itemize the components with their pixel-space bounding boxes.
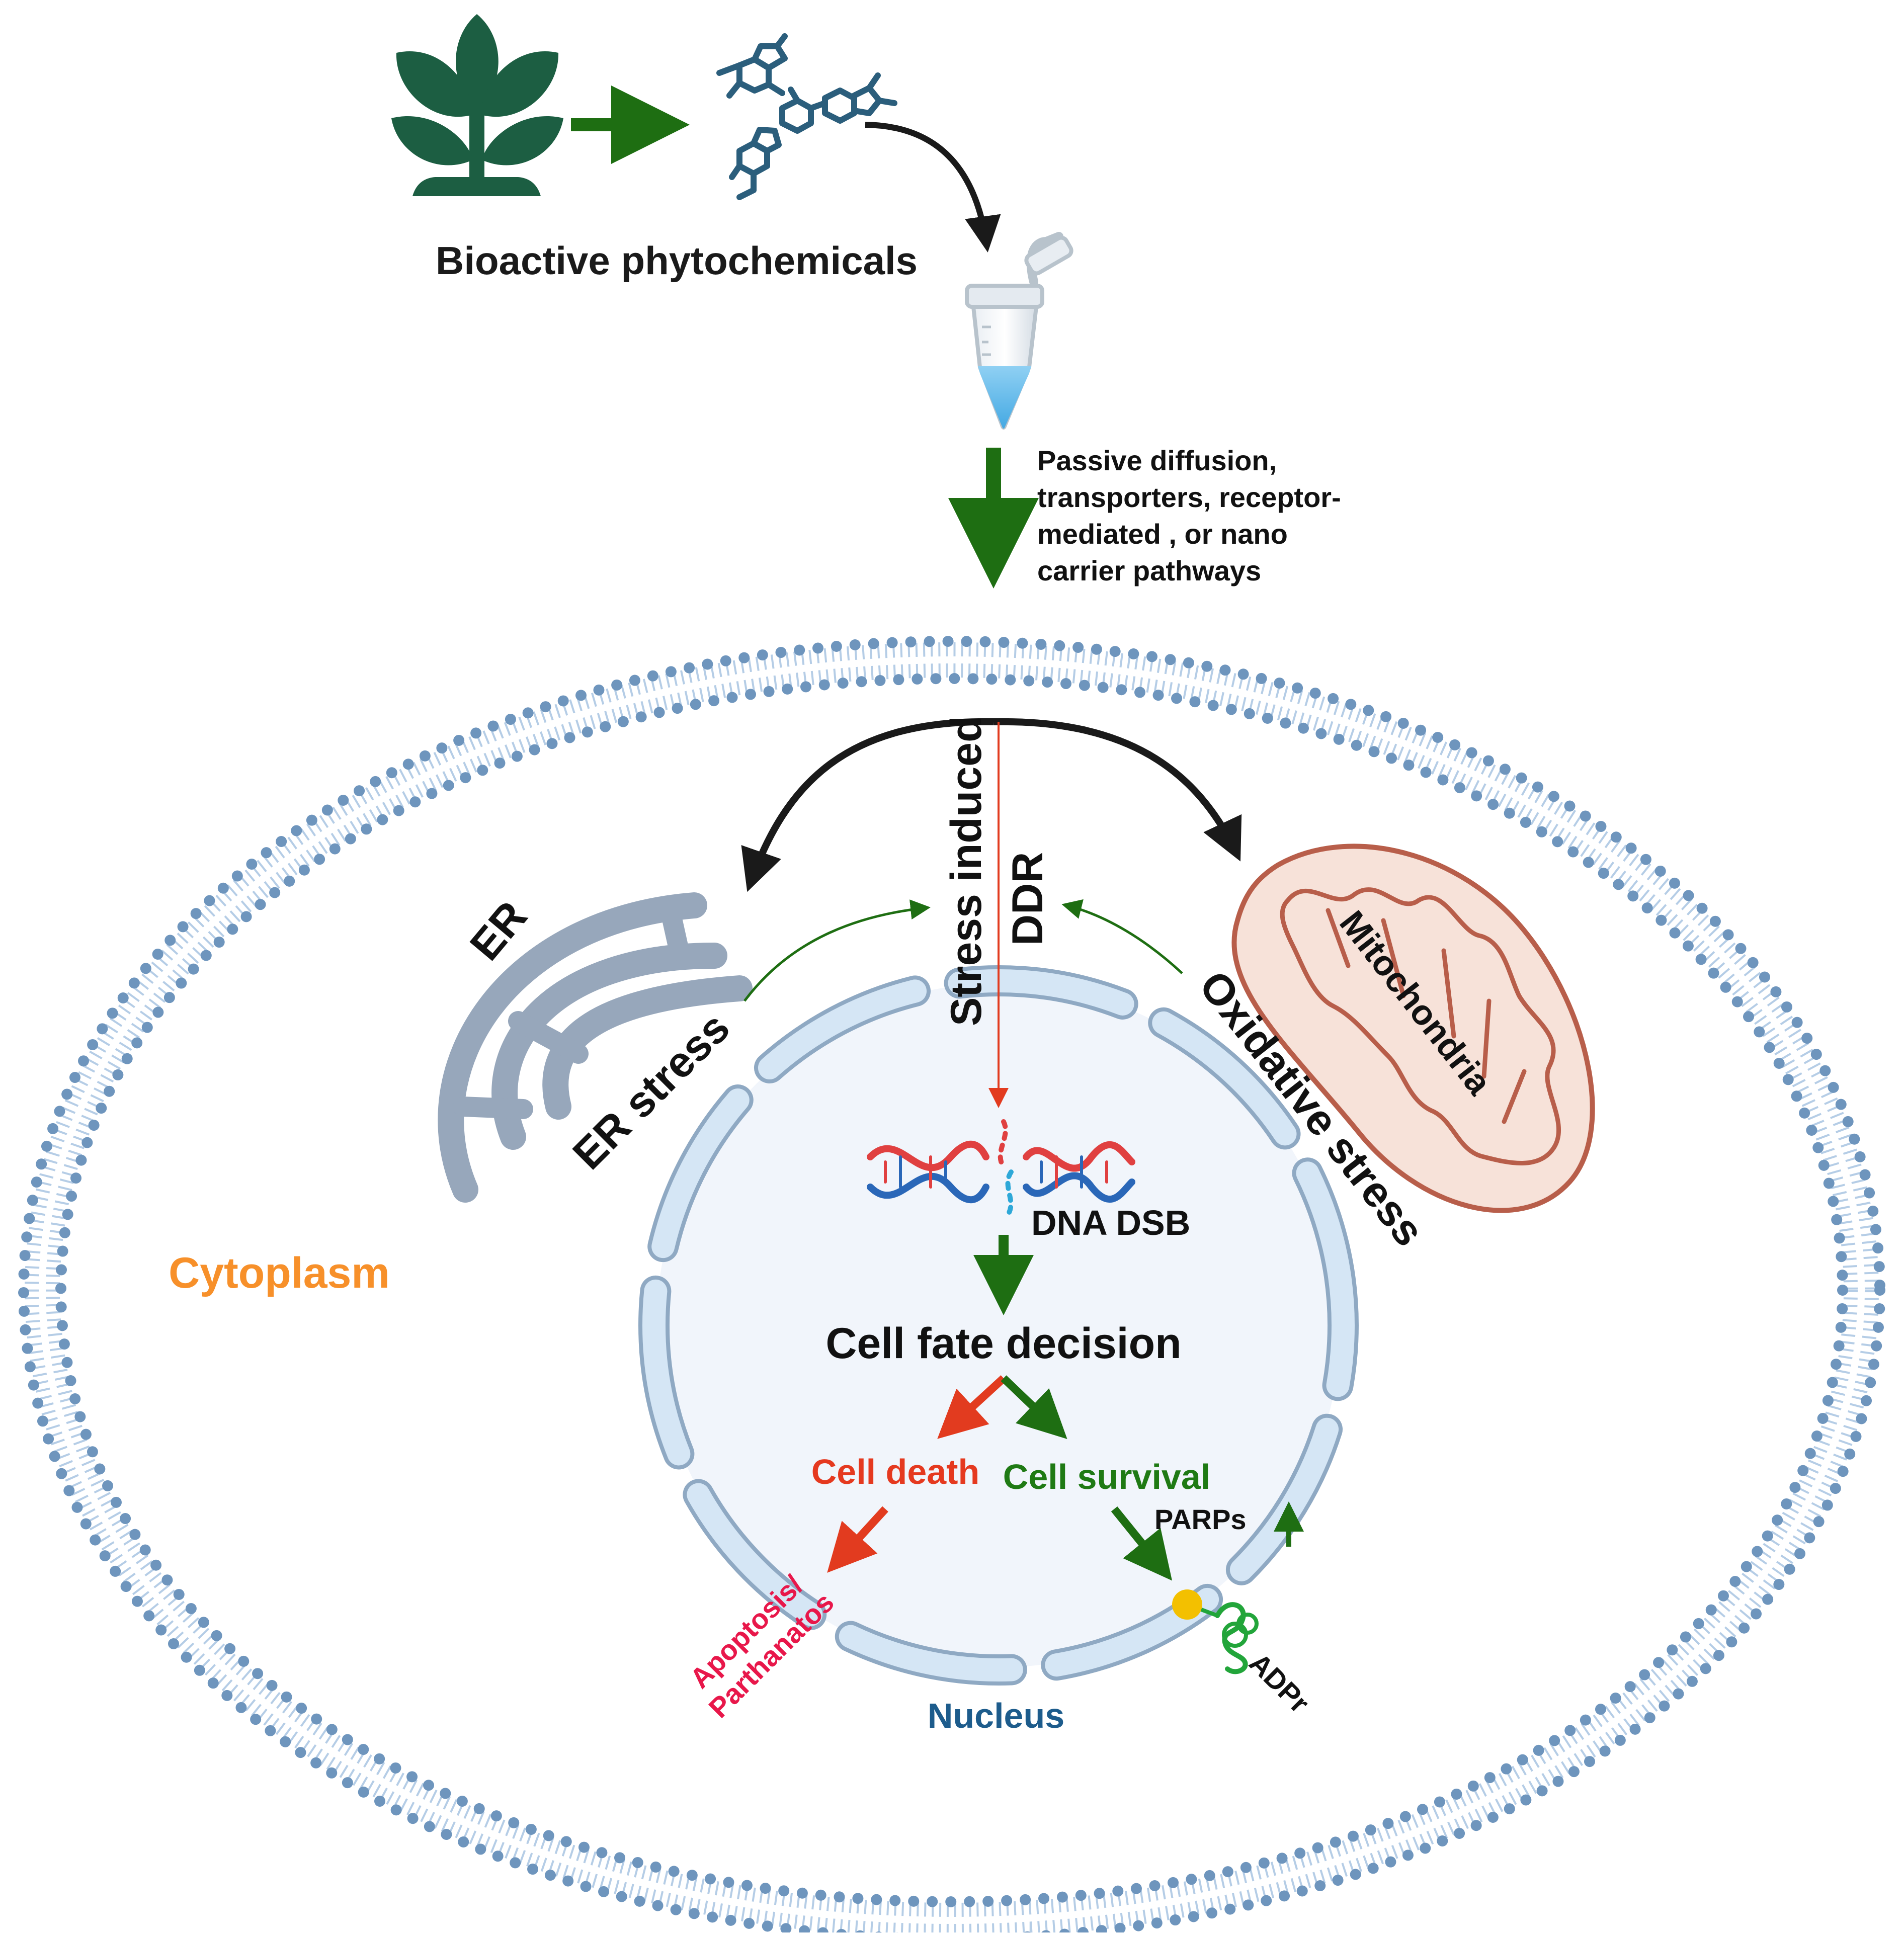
uptake-line-4: carrier pathways bbox=[1037, 555, 1261, 586]
arrow-survival-to-adpr bbox=[1111, 1506, 1173, 1581]
arrow-fate-to-death bbox=[937, 1375, 1007, 1439]
parps-label: PARPs bbox=[1154, 1503, 1247, 1535]
arrow-oxidative-stress-to-ddr bbox=[1061, 899, 1183, 974]
arrow-fate-to-survival bbox=[1001, 1375, 1067, 1440]
uptake-line-1: Passive diffusion, bbox=[1037, 445, 1277, 476]
arrow-molecules-to-tube bbox=[865, 122, 1001, 253]
cytoplasm-label: Cytoplasm bbox=[169, 1249, 390, 1297]
bioactive-phytochemicals-label: Bioactive phytochemicals bbox=[436, 238, 918, 283]
mitochondria-organelle bbox=[1231, 844, 1595, 1213]
arrow-to-mitochondria bbox=[993, 718, 1242, 862]
dna-break-icon bbox=[867, 1119, 1135, 1220]
arrow-er-stress-to-ddr bbox=[743, 899, 931, 1002]
cell-fate-decision-label: Cell fate decision bbox=[825, 1319, 1181, 1368]
adp-ribose-icon bbox=[1172, 1589, 1259, 1674]
plant-icon bbox=[391, 14, 563, 196]
molecules-icon bbox=[716, 33, 897, 200]
nucleus-label: Nucleus bbox=[928, 1696, 1064, 1735]
er-organelle bbox=[438, 892, 753, 1203]
uptake-pathways-label: Passive diffusion, transporters, recepto… bbox=[1037, 445, 1349, 586]
cell-survival-label: Cell survival bbox=[1003, 1457, 1210, 1496]
stress-induced-label: Stress induced bbox=[942, 716, 990, 1026]
uptake-line-2: transporters, receptor- bbox=[1037, 481, 1341, 513]
dna-dsb-label: DNA DSB bbox=[1031, 1203, 1190, 1242]
arrow-to-er bbox=[741, 718, 994, 892]
arrow-death-to-apoptosis bbox=[827, 1506, 888, 1573]
test-tube-icon bbox=[965, 232, 1073, 430]
uptake-line-3: mediated , or nano bbox=[1037, 518, 1288, 550]
ddr-label: DDR bbox=[1004, 852, 1052, 946]
cell-death-label: Cell death bbox=[811, 1452, 980, 1491]
